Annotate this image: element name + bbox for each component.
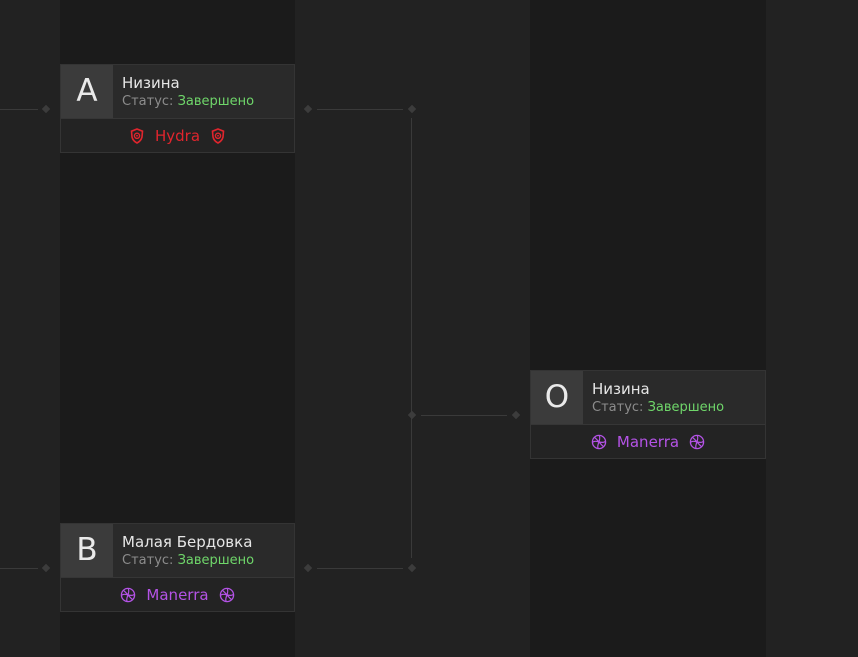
hydra-emblem-icon <box>210 128 226 144</box>
match-card-b[interactable]: B Малая Бердовка Статус: Завершено Maner… <box>60 523 295 612</box>
match-header: O Низина Статус: Завершено <box>531 371 765 425</box>
winner-team-name[interactable]: Manerra <box>146 586 209 604</box>
winner-team-name[interactable]: Hydra <box>154 127 201 145</box>
connector-node <box>407 410 417 420</box>
connector-line-vertical <box>411 118 412 558</box>
connector-node <box>407 563 417 573</box>
match-header: A Низина Статус: Завершено <box>61 65 294 119</box>
connector-node <box>303 104 313 114</box>
connector-line <box>0 109 38 110</box>
connector-line <box>0 568 38 569</box>
map-name: Низина <box>122 74 180 92</box>
manerra-emblem-icon <box>120 587 136 603</box>
match-card-o[interactable]: O Низина Статус: Завершено Manerra <box>530 370 766 459</box>
connector-line <box>317 568 403 569</box>
winner-team-name[interactable]: Manerra <box>616 433 680 451</box>
status-value: Завершено <box>177 94 255 109</box>
connector-line <box>317 109 403 110</box>
hydra-emblem-icon <box>129 128 145 144</box>
match-winner: Hydra <box>61 119 294 153</box>
status-label: Статус: <box>122 553 174 568</box>
map-name: Низина <box>592 380 650 398</box>
manerra-emblem-icon <box>591 434 607 450</box>
status-value: Завершено <box>177 553 255 568</box>
match-letter: B <box>61 524 113 577</box>
connector-node <box>511 410 521 420</box>
match-letter: A <box>61 65 113 118</box>
connector-line <box>421 415 507 416</box>
status-value: Завершено <box>647 400 725 415</box>
match-winner: Manerra <box>531 425 765 459</box>
match-status: Статус: Завершено <box>592 400 724 416</box>
match-status: Статус: Завершено <box>122 94 254 110</box>
match-card-a[interactable]: A Низина Статус: Завершено Hydra <box>60 64 295 153</box>
match-status: Статус: Завершено <box>122 553 254 569</box>
connector-node <box>41 104 51 114</box>
match-winner: Manerra <box>61 578 294 612</box>
match-header: B Малая Бердовка Статус: Завершено <box>61 524 294 578</box>
bracket-column-round-2 <box>530 0 766 657</box>
connector-node <box>407 104 417 114</box>
connector-node <box>303 563 313 573</box>
manerra-emblem-icon <box>689 434 705 450</box>
status-label: Статус: <box>122 94 174 109</box>
manerra-emblem-icon <box>219 587 235 603</box>
map-name: Малая Бердовка <box>122 533 253 551</box>
connector-node <box>41 563 51 573</box>
status-label: Статус: <box>592 400 644 415</box>
match-letter: O <box>531 371 583 424</box>
